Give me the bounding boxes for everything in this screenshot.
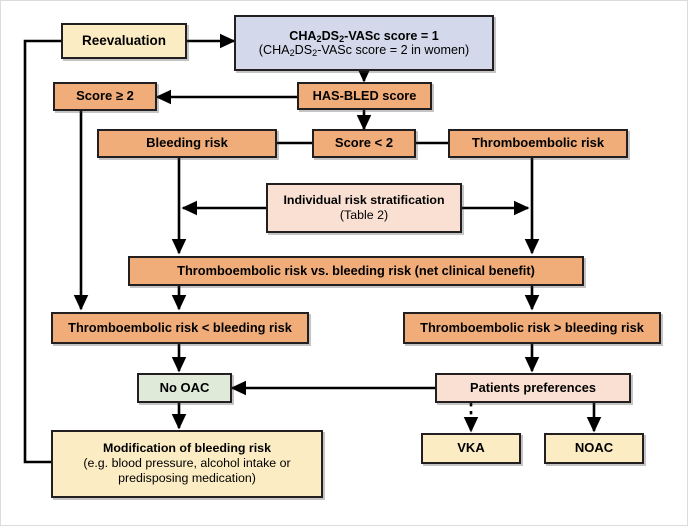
node-patients-preferences-label: Patients preferences bbox=[470, 379, 596, 395]
node-individual-risk-line2: (Table 2) bbox=[339, 207, 389, 222]
node-no-oac[interactable]: No OAC bbox=[137, 373, 232, 403]
node-noac-label: NOAC bbox=[574, 440, 614, 456]
node-individual-risk-stratification[interactable]: Individual risk stratification (Table 2) bbox=[266, 183, 462, 233]
node-reevaluation[interactable]: Reevaluation bbox=[61, 23, 187, 59]
node-modification-line1: Modification of bleeding risk bbox=[103, 441, 271, 456]
node-net-clinical-benefit-label: Thromboembolic risk vs. bleeding risk (n… bbox=[177, 262, 535, 278]
node-bleeding-risk[interactable]: Bleeding risk bbox=[97, 129, 277, 158]
node-cha2ds2-vasc-score[interactable]: CHA2DS2-VASc score = 1 (CHA2DS2-VASc sco… bbox=[234, 15, 494, 71]
node-has-bled-label: HAS-BLED score bbox=[312, 87, 417, 103]
node-noac[interactable]: NOAC bbox=[544, 433, 644, 464]
node-patients-preferences[interactable]: Patients preferences bbox=[435, 373, 631, 403]
node-score-lt-2-label: Score < 2 bbox=[334, 135, 394, 151]
node-thromboembolic-risk[interactable]: Thromboembolic risk bbox=[448, 129, 628, 158]
node-score-ge-2-label: Score ≥ 2 bbox=[76, 88, 134, 104]
node-te-greater-than-bleeding[interactable]: Thromboembolic risk > bleeding risk bbox=[403, 312, 661, 344]
node-no-oac-label: No OAC bbox=[159, 379, 210, 395]
node-modification-of-bleeding-risk[interactable]: Modification of bleeding risk (e.g. bloo… bbox=[51, 430, 323, 498]
node-score-ge-2[interactable]: Score ≥ 2 bbox=[53, 82, 157, 111]
node-reevaluation-label: Reevaluation bbox=[81, 33, 167, 49]
node-cha2ds2-line2: (CHA2DS2-VASc score = 2 in women) bbox=[258, 42, 470, 58]
node-bleeding-risk-label: Bleeding risk bbox=[146, 135, 228, 151]
node-vka[interactable]: VKA bbox=[421, 433, 521, 464]
node-te-less-than-bleeding-label: Thromboembolic risk < bleeding risk bbox=[68, 319, 292, 335]
node-modification-line2: (e.g. blood pressure, alcohol intake or bbox=[83, 456, 291, 471]
node-modification-line3: predisposing medication) bbox=[118, 470, 256, 485]
node-has-bled-score[interactable]: HAS-BLED score bbox=[297, 82, 432, 110]
node-te-greater-than-bleeding-label: Thromboembolic risk > bleeding risk bbox=[420, 319, 644, 335]
node-thromboembolic-risk-label: Thromboembolic risk bbox=[471, 135, 605, 151]
node-te-less-than-bleeding[interactable]: Thromboembolic risk < bleeding risk bbox=[51, 312, 309, 344]
edge-modification-to-reeval bbox=[23, 39, 61, 464]
node-score-lt-2[interactable]: Score < 2 bbox=[312, 129, 416, 158]
node-individual-risk-line1: Individual risk stratification bbox=[283, 192, 445, 207]
node-vka-label: VKA bbox=[457, 440, 485, 456]
node-cha2ds2-line1: CHA2DS2-VASc score = 1 bbox=[289, 28, 439, 44]
node-net-clinical-benefit[interactable]: Thromboembolic risk vs. bleeding risk (n… bbox=[128, 256, 584, 286]
